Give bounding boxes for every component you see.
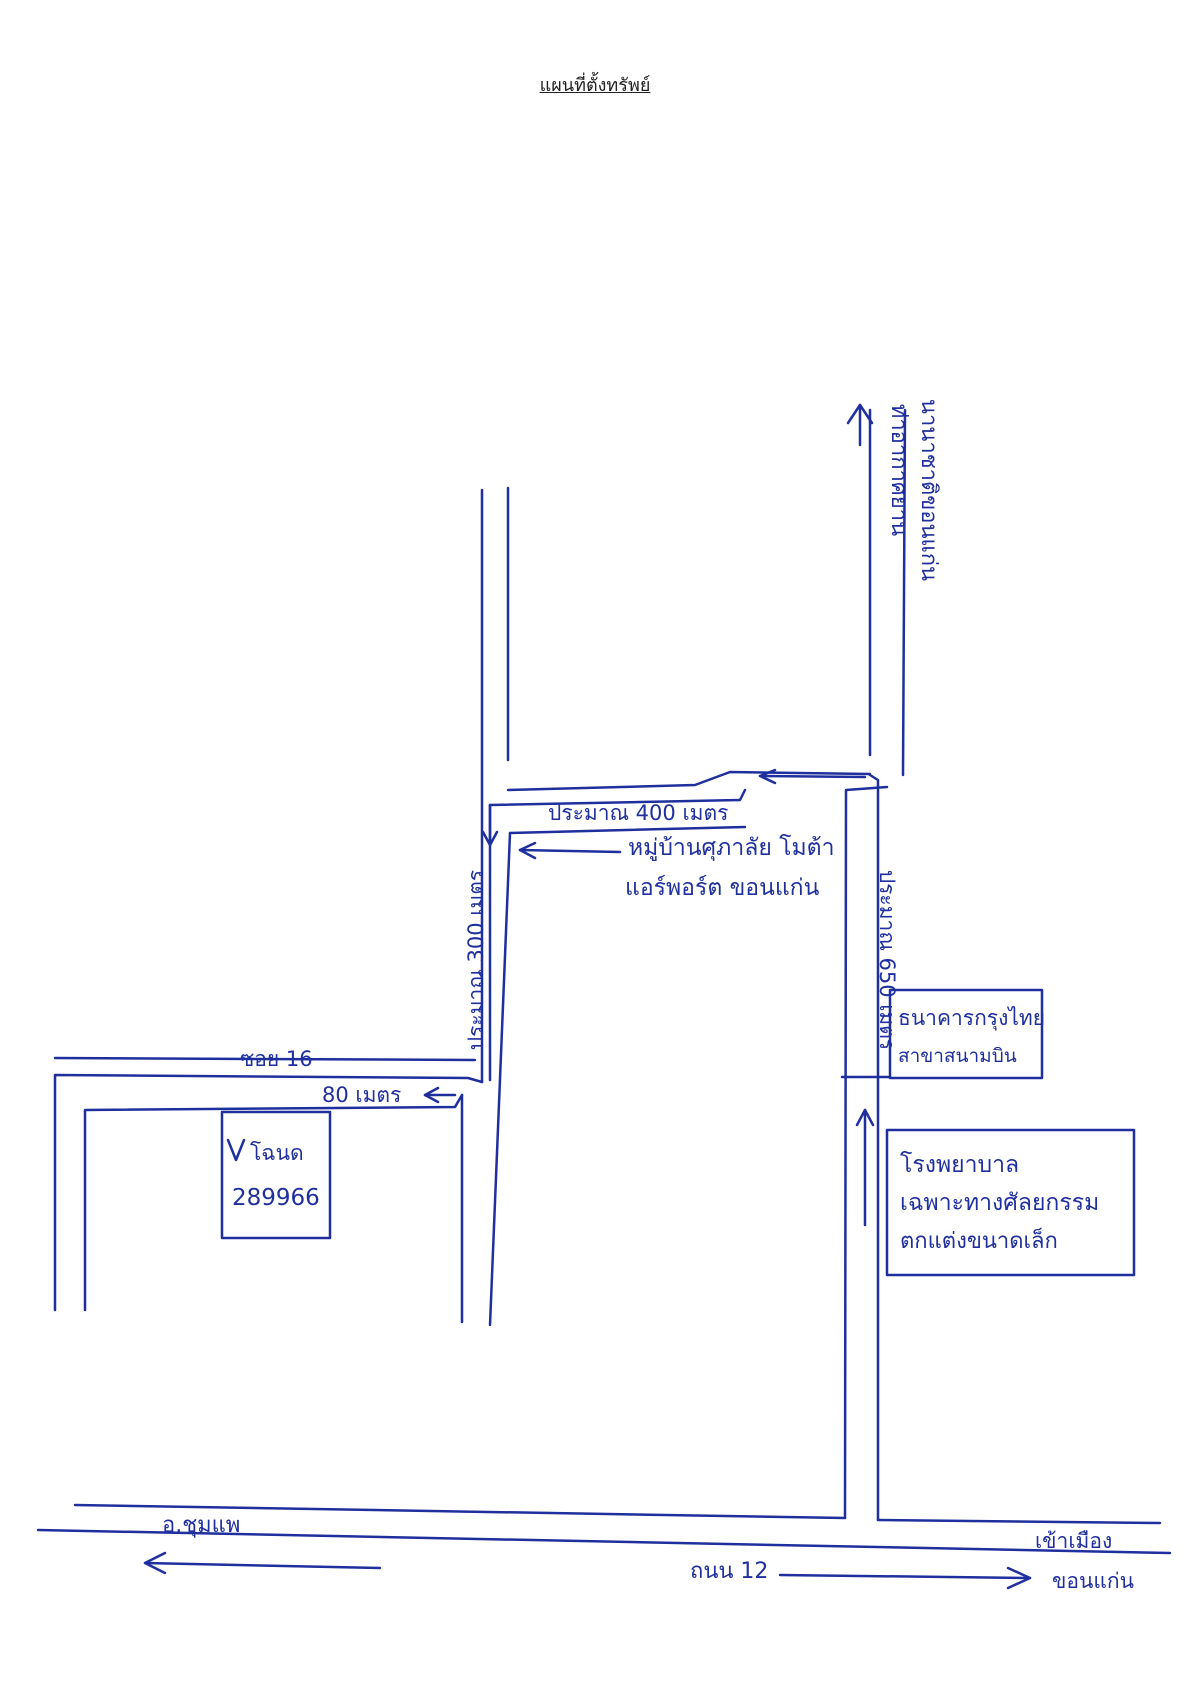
connector-road-lower-line — [508, 825, 747, 835]
soi16-top-line — [53, 1056, 477, 1062]
soi16-mid-line — [53, 1073, 484, 1312]
highway-top-line — [73, 1503, 847, 1520]
highway-bottom-line — [36, 1528, 1172, 1555]
arrow-left-400 — [758, 774, 867, 779]
map-title: แผนที่ตั้งทรัพย์ — [539, 75, 651, 96]
arrow-north-head — [846, 403, 874, 425]
hospital-label-line2: เฉพาะทางศัลยกรรม — [900, 1190, 1099, 1216]
distance-80-label: 80 เมตร — [322, 1083, 401, 1107]
connector-road-top-left — [506, 770, 872, 792]
to-north-label-line2: นานาชาติขอนแก่น — [916, 399, 941, 581]
to-city-label-line1: เข้าเมือง — [1035, 1529, 1112, 1553]
parcel-box — [220, 1110, 332, 1240]
hospital-label-line3: ตกแต่งขนาดเล็ก — [900, 1226, 1058, 1254]
village-label-line2: แอร์พอร์ต ขอนแก่น — [625, 874, 820, 901]
village-label-line1: หมู่บ้านศุภาลัย โมต้า — [628, 834, 834, 861]
distance-650-label: ประมาณ 650 เมตร — [875, 870, 899, 1050]
to-city-label-line2: ขอนแก่น — [1052, 1569, 1134, 1593]
arrow-up-650-head — [855, 1108, 875, 1127]
bank-label-line1: ธนาคารกรุงไทย — [898, 1006, 1045, 1031]
main-road-right-line — [868, 773, 880, 1522]
arrow-down-parcel — [226, 1138, 246, 1162]
soi-16-label: ซอย 16 — [240, 1047, 313, 1071]
arrow-left-400-head — [758, 768, 777, 785]
hospital-label-line1: โรงพยาบาล — [900, 1151, 1019, 1178]
soi-road-right — [488, 831, 512, 1327]
parcel-label-line2: 289966 — [232, 1185, 320, 1211]
distance-400-label: ประมาณ 400 เมตร — [548, 801, 728, 825]
hospital-box — [885, 1128, 1136, 1277]
distance-300-label: ประมาณ 300 เมตร — [464, 870, 488, 1050]
connector-road-inner-line — [488, 788, 747, 807]
arrow-left-80-head — [423, 1086, 440, 1104]
bank-label-line2: สาขาสนามบิน — [898, 1045, 1017, 1067]
main-road-right-upper-line — [901, 408, 907, 777]
arrow-west — [143, 1561, 382, 1570]
arrow-to-village — [518, 848, 622, 854]
arrow-west-head — [143, 1551, 167, 1575]
to-north-label-line1: ท่าอากาศยาน — [886, 404, 911, 536]
bank-box — [888, 988, 1044, 1080]
district-label: อ.ชุมแพ — [162, 1513, 240, 1538]
parcel-label-line1: โฉนด — [250, 1141, 304, 1165]
arrow-down-300-head — [481, 830, 499, 847]
arrow-east — [778, 1573, 1032, 1580]
highway-label: ถนน 12 — [690, 1559, 768, 1584]
arrow-to-village-head — [518, 841, 537, 860]
soi16-lower-line — [83, 1093, 464, 1312]
main-road-left-line — [843, 785, 889, 1520]
highway-top-line-right — [876, 1518, 1162, 1525]
arrow-east-head — [1006, 1566, 1032, 1590]
